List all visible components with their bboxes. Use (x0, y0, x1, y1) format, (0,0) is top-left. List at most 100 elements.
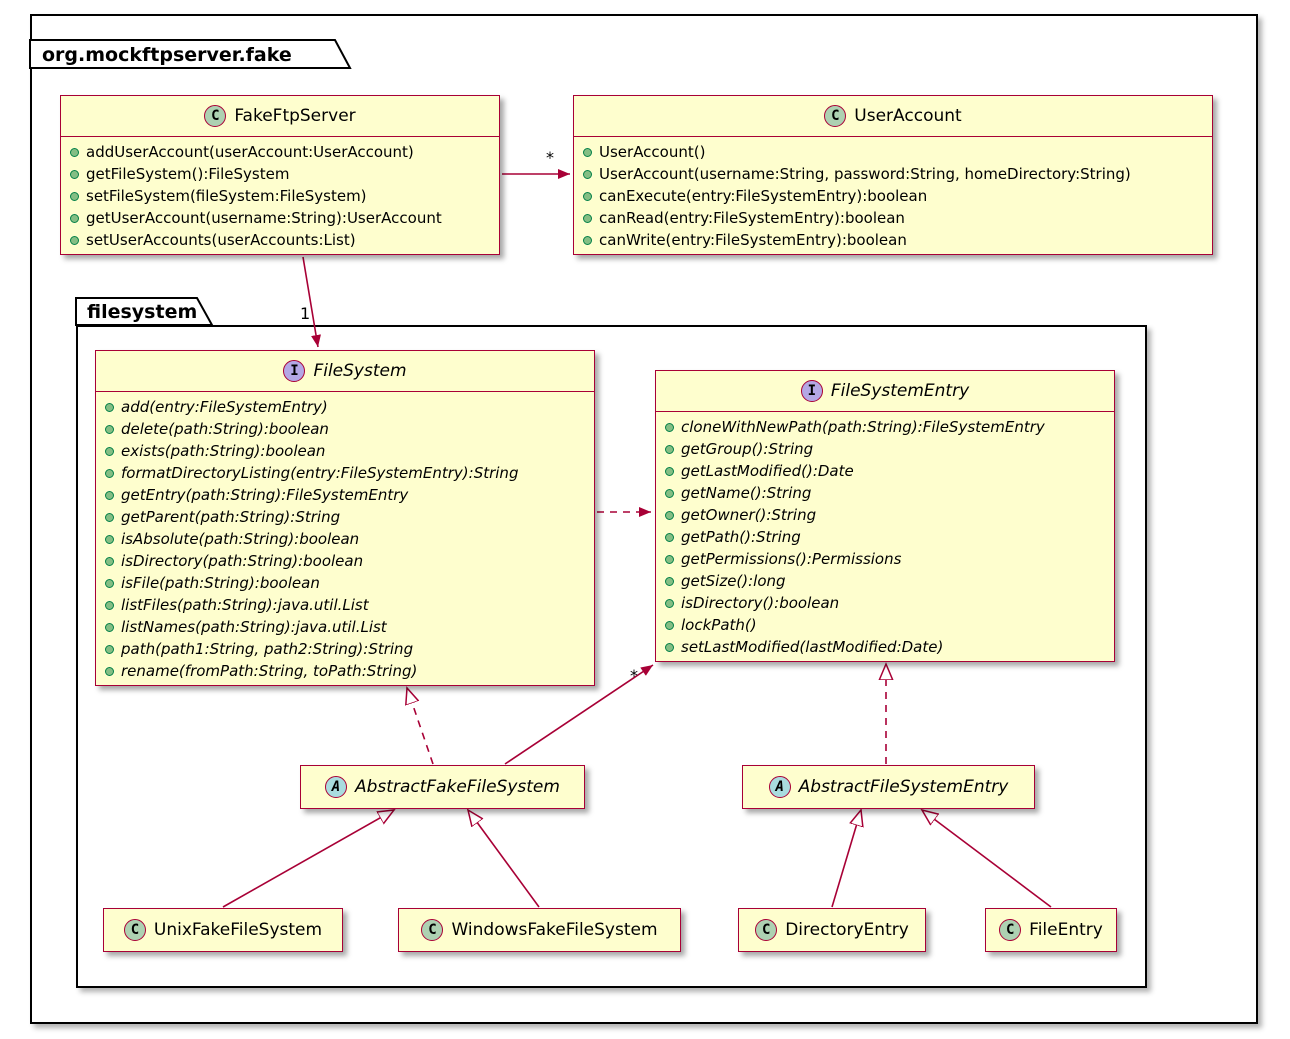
class-box-directoryentry: C DirectoryEntry (738, 908, 926, 952)
method-row: canExecute(entry:FileSystemEntry):boolea… (574, 185, 1212, 207)
public-method-icon (70, 169, 79, 179)
method-row: isDirectory(path:String):boolean (96, 550, 594, 572)
class-name: DirectoryEntry (785, 919, 909, 940)
public-method-icon (105, 644, 114, 654)
method-row: add(entry:FileSystemEntry) (96, 396, 594, 418)
class-box-filesystementry: I FileSystemEntry cloneWithNewPath(path:… (655, 370, 1115, 662)
abstract-spot-icon: A (768, 775, 791, 798)
method-signature: delete(path:String):boolean (121, 420, 329, 438)
class-name: AbstractFakeFileSystem (355, 776, 560, 797)
interface-spot-icon: I (800, 380, 823, 402)
method-signature: setLastModified(lastModified:Date) (681, 638, 944, 656)
method-row: getLastModified():Date (656, 460, 1114, 482)
class-title: I FileSystemEntry (656, 371, 1114, 412)
method-row: cloneWithNewPath(path:String):FileSystem… (656, 416, 1114, 438)
public-method-icon (665, 422, 674, 432)
method-row: getName():String (656, 482, 1114, 504)
public-method-icon (583, 147, 592, 157)
method-signature: lockPath() (681, 616, 757, 634)
public-method-icon (105, 490, 114, 500)
method-list: cloneWithNewPath(path:String):FileSystem… (656, 412, 1114, 661)
class-title: A AbstractFileSystemEntry (743, 766, 1034, 807)
public-method-icon (583, 213, 592, 223)
method-row: exists(path:String):boolean (96, 440, 594, 462)
method-row: formatDirectoryListing(entry:FileSystemE… (96, 462, 594, 484)
class-box-filesystem: I FileSystem add(entry:FileSystemEntry) d… (95, 350, 595, 686)
public-method-icon (70, 147, 79, 157)
class-name: FileSystemEntry (830, 381, 970, 401)
method-row: setLastModified(lastModified:Date) (656, 636, 1114, 658)
class-title: I FileSystem (96, 351, 594, 392)
class-name: FileEntry (1029, 919, 1103, 940)
method-signature: UserAccount(username:String, password:St… (599, 165, 1131, 183)
method-row: UserAccount(username:String, password:St… (574, 163, 1212, 185)
class-name: AbstractFileSystemEntry (798, 776, 1009, 797)
method-signature: getUserAccount(username:String):UserAcco… (86, 209, 442, 227)
method-row: isDirectory():boolean (656, 592, 1114, 614)
public-method-icon (105, 512, 114, 522)
method-row: delete(path:String):boolean (96, 418, 594, 440)
method-row: getPath():String (656, 526, 1114, 548)
method-signature: isDirectory(path:String):boolean (121, 552, 364, 570)
method-row: getUserAccount(username:String):UserAcco… (61, 207, 499, 229)
method-signature: listNames(path:String):java.util.List (121, 618, 387, 636)
method-signature: isAbsolute(path:String):boolean (121, 530, 360, 548)
public-method-icon (105, 622, 114, 632)
class-name: WindowsFakeFileSystem (451, 919, 658, 940)
method-signature: isFile(path:String):boolean (121, 574, 320, 592)
public-method-icon (70, 191, 79, 201)
class-box-useraccount: C UserAccount UserAccount() UserAccount(u… (573, 95, 1213, 255)
class-spot-icon: C (421, 918, 444, 941)
method-signature: getFileSystem():FileSystem (86, 165, 290, 183)
method-row: listFiles(path:String):java.util.List (96, 594, 594, 616)
public-method-icon (105, 556, 114, 566)
public-method-icon (105, 446, 114, 456)
class-title: C UserAccount (574, 96, 1212, 137)
public-method-icon (665, 444, 674, 454)
method-list: add(entry:FileSystemEntry) delete(path:St… (96, 392, 594, 685)
multiplicity-label-entries: * (630, 666, 638, 685)
method-row: getParent(path:String):String (96, 506, 594, 528)
method-row: canWrite(entry:FileSystemEntry):boolean (574, 229, 1212, 251)
public-method-icon (583, 169, 592, 179)
class-spot-icon: C (204, 105, 227, 127)
method-row: setFileSystem(fileSystem:FileSystem) (61, 185, 499, 207)
method-row: getSize():long (656, 570, 1114, 592)
class-name: UserAccount (854, 106, 962, 126)
public-method-icon (105, 600, 114, 610)
method-signature: add(entry:FileSystemEntry) (121, 398, 328, 416)
class-title: A AbstractFakeFileSystem (301, 766, 584, 807)
method-signature: getOwner():String (681, 506, 817, 524)
method-row: getPermissions():Permissions (656, 548, 1114, 570)
method-signature: setFileSystem(fileSystem:FileSystem) (86, 187, 367, 205)
method-signature: formatDirectoryListing(entry:FileSystemE… (121, 464, 519, 482)
class-title: C FakeFtpServer (61, 96, 499, 137)
class-spot-icon: C (999, 918, 1022, 941)
method-signature: canExecute(entry:FileSystemEntry):boolea… (599, 187, 928, 205)
public-method-icon (105, 666, 114, 676)
method-row: rename(fromPath:String, toPath:String) (96, 660, 594, 682)
public-method-icon (665, 642, 674, 652)
method-signature: getLastModified():Date (681, 462, 854, 480)
class-box-fileentry: C FileEntry (985, 908, 1117, 952)
method-row: canRead(entry:FileSystemEntry):boolean (574, 207, 1212, 229)
class-title: C DirectoryEntry (739, 909, 925, 950)
method-signature: getSize():long (681, 572, 786, 590)
method-signature: addUserAccount(userAccount:UserAccount) (86, 143, 414, 161)
public-method-icon (105, 402, 114, 412)
method-signature: getPath():String (681, 528, 801, 546)
method-row: path(path1:String, path2:String):String (96, 638, 594, 660)
method-row: UserAccount() (574, 141, 1212, 163)
method-signature: listFiles(path:String):java.util.List (121, 596, 369, 614)
public-method-icon (665, 510, 674, 520)
class-title: C WindowsFakeFileSystem (399, 909, 680, 950)
public-method-icon (665, 598, 674, 608)
method-signature: canWrite(entry:FileSystemEntry):boolean (599, 231, 907, 249)
package-outer-label: org.mockftpserver.fake (42, 44, 292, 66)
method-signature: getPermissions():Permissions (681, 550, 902, 568)
public-method-icon (665, 532, 674, 542)
public-method-icon (70, 213, 79, 223)
multiplicity-label-filesystem: 1 (300, 304, 311, 323)
class-title: C UnixFakeFileSystem (104, 909, 342, 950)
public-method-icon (105, 468, 114, 478)
